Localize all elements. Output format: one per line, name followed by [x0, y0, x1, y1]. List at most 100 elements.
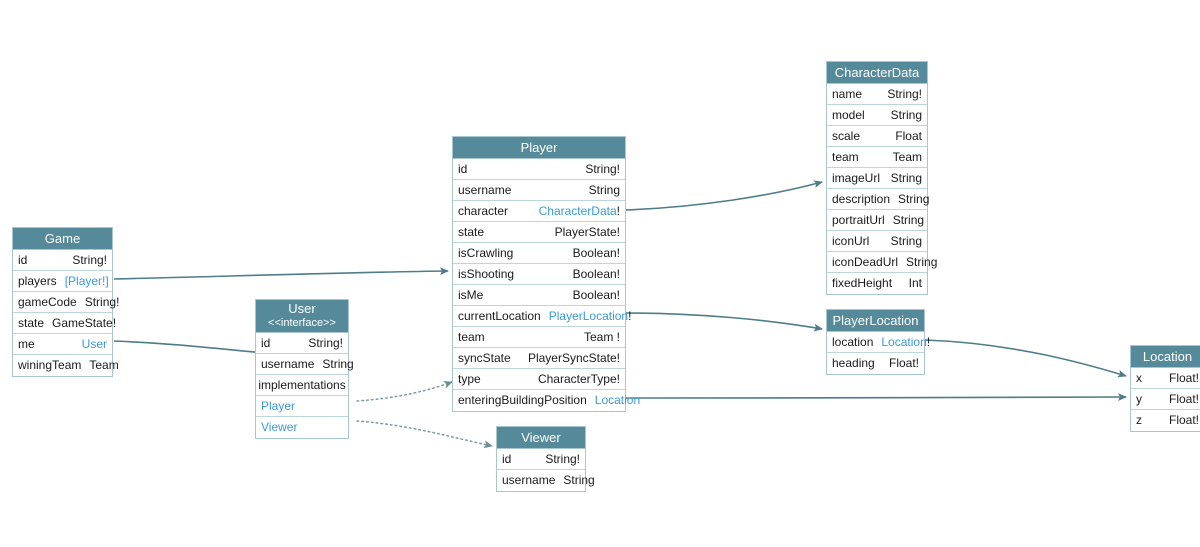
field-type[interactable]: CharacterData! [539, 201, 620, 222]
field-type: Int [908, 276, 922, 290]
implementations-label-row: implementations [256, 375, 348, 396]
field-type-link[interactable]: PlayerLocation [548, 308, 629, 323]
field-name: iconUrl [832, 233, 870, 248]
field-row[interactable]: portraitUrl String [827, 210, 927, 231]
field-row[interactable]: username String [256, 354, 354, 375]
field-type: String [890, 233, 922, 248]
field-type: String [322, 356, 354, 371]
field-row[interactable]: username String [453, 180, 625, 201]
field-name: fixedHeight [832, 276, 893, 290]
field-name: description [832, 191, 891, 206]
field-name: team [458, 329, 485, 344]
field-type: PlayerState! [554, 224, 620, 239]
edge-player-enteringbuildingposition-to-location [625, 393, 1127, 401]
field-name: username [502, 473, 556, 487]
field-type-link[interactable]: Location [881, 334, 927, 349]
field-row[interactable]: id String! [497, 449, 585, 470]
entity-characterdata[interactable]: CharacterData name String! model String … [826, 61, 937, 295]
field-type: String [892, 212, 925, 227]
field-name: heading [832, 356, 875, 370]
field-type: String [898, 191, 930, 206]
field-type: String [906, 254, 938, 269]
field-type: String! [585, 161, 620, 176]
field-row[interactable]: me User [13, 334, 112, 355]
field-type[interactable]: Location [594, 393, 641, 407]
entity-player[interactable]: Player id String! username String charac… [452, 136, 640, 412]
field-row[interactable]: model String [827, 105, 927, 126]
field-row[interactable]: syncState PlayerSyncState! [453, 348, 625, 369]
entity-viewer[interactable]: Viewer id String! username String [496, 426, 595, 492]
field-row[interactable]: imageUrl String [827, 168, 927, 189]
field-type: String [588, 182, 620, 197]
field-row[interactable]: winingTeam Team [13, 355, 119, 376]
field-row[interactable]: team Team [827, 147, 927, 168]
field-type[interactable]: [Player!] [64, 273, 109, 288]
field-type: CharacterType! [537, 371, 620, 386]
field-row[interactable]: fixedHeight Int [827, 273, 927, 294]
field-row[interactable]: isMe Boolean! [453, 285, 625, 306]
field-type: Float! [1168, 370, 1199, 385]
field-name: syncState [458, 350, 511, 365]
field-row[interactable]: gameCode String! [13, 292, 119, 313]
implementation-name[interactable]: Viewer [261, 420, 298, 434]
field-name: id [261, 335, 271, 350]
field-type: String! [72, 252, 107, 267]
field-row[interactable]: players [Player!] [13, 271, 112, 292]
entity-user[interactable]: User <<interface>> id String! username S… [255, 299, 354, 439]
field-type[interactable]: PlayerLocation! [549, 306, 632, 327]
field-row[interactable]: id String! [256, 333, 348, 354]
field-type: String [563, 473, 595, 487]
field-name: team [832, 149, 859, 164]
field-row[interactable]: team Team ! [453, 327, 625, 348]
field-row[interactable]: iconDeadUrl String [827, 252, 937, 273]
field-row[interactable]: description String [827, 189, 930, 210]
entity-game[interactable]: Game id String! players [Player!] gameCo… [12, 227, 119, 377]
field-name: winingTeam [18, 358, 82, 372]
entity-playerlocation[interactable]: PlayerLocation location Location! headin… [826, 309, 930, 375]
field-row[interactable]: username String [497, 470, 595, 491]
field-row[interactable]: location Location! [827, 332, 930, 353]
edge-playerlocation-location-to-location [924, 339, 1127, 378]
field-name: character [458, 203, 509, 218]
field-row[interactable]: isCrawling Boolean! [453, 243, 625, 264]
field-name: id [458, 161, 468, 176]
field-type[interactable]: Location! [881, 332, 930, 353]
field-row[interactable]: state GameState! [13, 313, 116, 334]
field-row[interactable]: z Float! [1131, 410, 1200, 431]
field-row[interactable]: isShooting Boolean! [453, 264, 625, 285]
field-row[interactable]: name String! [827, 84, 927, 105]
field-type: Boolean! [572, 245, 620, 260]
field-row[interactable]: iconUrl String [827, 231, 927, 252]
implementations-label: implementations [258, 377, 346, 392]
field-type: Team ! [583, 329, 620, 344]
implementation-row-player[interactable]: Player [256, 396, 348, 417]
edge-user-implements-player [356, 381, 453, 402]
field-type: GameState! [52, 315, 117, 330]
edge-game-players-to-player [113, 267, 449, 280]
field-row[interactable]: heading Float! [827, 353, 924, 374]
edge-player-currentlocation-to-playerlocation [625, 312, 823, 332]
entity-location[interactable]: Location x Float! y Float! z Float! [1130, 345, 1200, 432]
entity-user-title: User <<interface>> [256, 300, 348, 333]
field-row[interactable]: currentLocation PlayerLocation! [453, 306, 631, 327]
field-row[interactable]: y Float! [1131, 389, 1200, 410]
field-row[interactable]: type CharacterType! [453, 369, 625, 390]
field-row[interactable]: enteringBuildingPosition Location [453, 390, 640, 411]
field-type-link[interactable]: CharacterData [538, 203, 617, 218]
field-row[interactable]: id String! [13, 250, 112, 271]
implementation-row-viewer[interactable]: Viewer [256, 417, 348, 438]
field-name: gameCode [18, 294, 77, 309]
implementation-name[interactable]: Player [261, 398, 296, 413]
field-row[interactable]: character CharacterData! [453, 201, 625, 222]
field-type[interactable]: User [81, 336, 107, 351]
field-name: username [261, 356, 315, 371]
field-name: y [1136, 391, 1142, 406]
field-name: isMe [458, 287, 484, 302]
field-type: String [890, 170, 922, 185]
field-row[interactable]: scale Float [827, 126, 927, 147]
entity-characterdata-title: CharacterData [827, 62, 927, 84]
field-row[interactable]: id String! [453, 159, 625, 180]
field-row[interactable]: x Float! [1131, 368, 1200, 389]
field-row[interactable]: state PlayerState! [453, 222, 625, 243]
